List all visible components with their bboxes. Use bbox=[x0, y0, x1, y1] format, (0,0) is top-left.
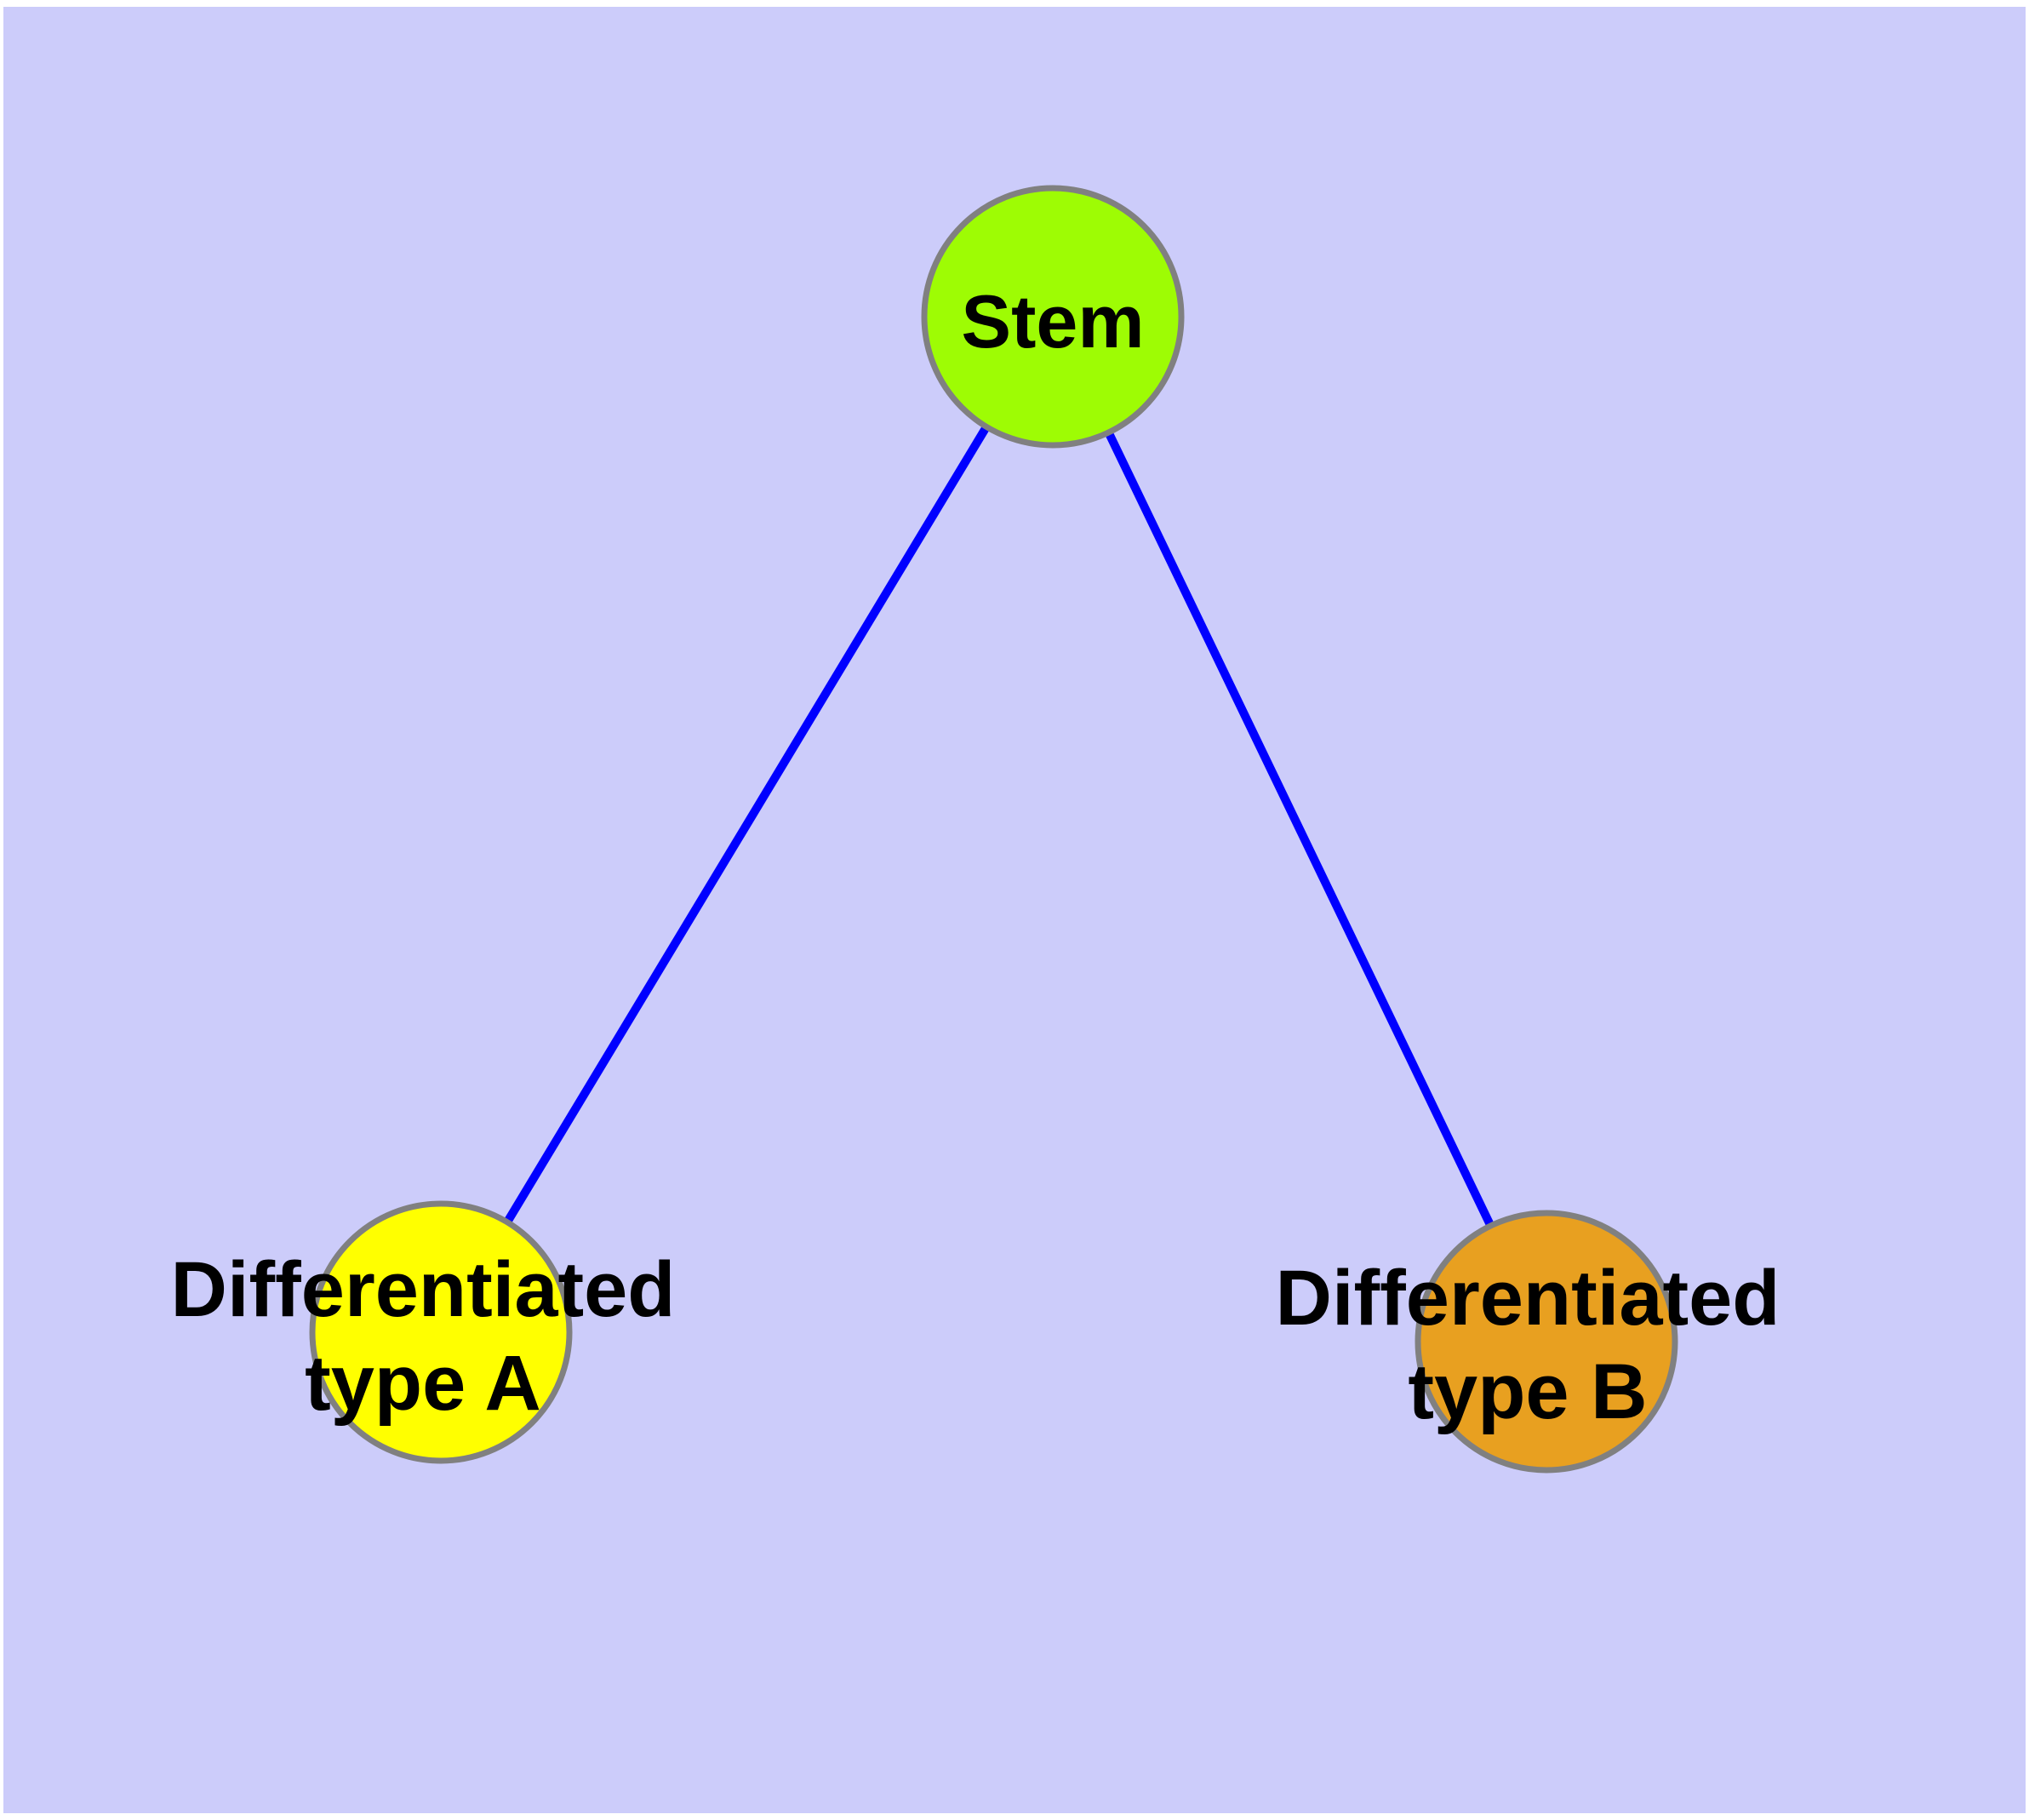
graph-edge-stem-to-b[interactable] bbox=[1049, 314, 1551, 1344]
node-label-line: Differentiated bbox=[171, 1246, 676, 1333]
edges-layer bbox=[437, 314, 1551, 1344]
graph-node-differentiated-type-b[interactable] bbox=[1415, 1210, 1678, 1474]
node-label-stem: Stem bbox=[961, 279, 1144, 363]
node-label-line: type B bbox=[1408, 1348, 1647, 1435]
graph-edge-stem-to-a[interactable] bbox=[437, 314, 1057, 1335]
graph-node-differentiated-type-a[interactable] bbox=[309, 1200, 573, 1464]
graph-node-stem[interactable] bbox=[921, 185, 1185, 449]
node-circle-differentiated-type-b[interactable] bbox=[1415, 1210, 1678, 1474]
node-label-line: Stem bbox=[961, 279, 1144, 363]
node-circle-stem[interactable] bbox=[921, 185, 1185, 449]
node-label-line: type A bbox=[305, 1340, 541, 1427]
node-label-line: Differentiated bbox=[1276, 1255, 1780, 1342]
node-circle-differentiated-type-a[interactable] bbox=[309, 1200, 573, 1464]
